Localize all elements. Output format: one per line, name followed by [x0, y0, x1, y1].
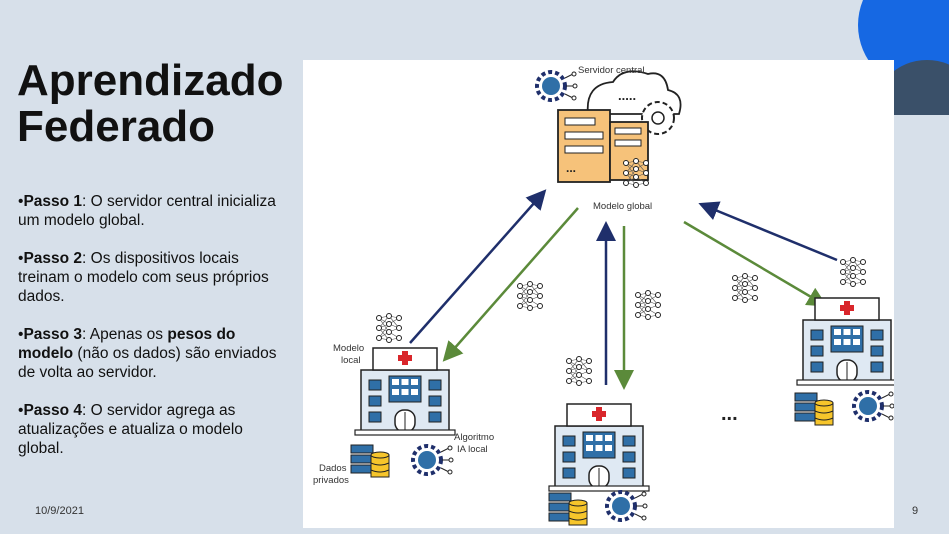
download-arrow-left: [442, 207, 579, 362]
step-4: •Passo 4: O servidor agrega as atualizaç…: [18, 402, 243, 457]
hospital-center-icon: [548, 403, 650, 492]
weights-network-icon-left: [517, 281, 543, 311]
step-1: •Passo 1: O servidor central inicializa …: [18, 193, 276, 229]
svg-text:...: ...: [566, 161, 576, 175]
step-label: Passo 4: [23, 402, 83, 419]
weights-network-icon-center: [635, 290, 661, 320]
step-label: Passo 1: [23, 193, 83, 210]
upload-arrow-left: [409, 189, 547, 344]
server-ai-icon: [535, 70, 579, 102]
title-line-2: Federado: [17, 102, 216, 151]
local-ai-icon-right: [852, 390, 896, 422]
page-number: 9: [912, 505, 919, 517]
diagram-panel: ..... ... Servidor central Modelo global…: [303, 60, 898, 528]
server-label: Servidor central: [578, 65, 645, 76]
federated-learning-diagram: ..... ... Servidor central Modelo global…: [313, 65, 898, 526]
local-model-label-1: Modelo: [333, 343, 364, 354]
weights-network-icon-right: [732, 273, 758, 303]
steps-list: •Passo 1: O servidor central inicializa …: [18, 192, 288, 477]
local-algo-label-2: IA local: [457, 444, 488, 455]
step-2: •Passo 2: Os dispositivos locais treinam…: [18, 250, 269, 305]
local-model-label-2: local: [341, 355, 361, 366]
step-label: Passo 2: [23, 250, 83, 267]
private-data-icon-right: [794, 392, 834, 426]
step-emphasis: pesos do modelo: [18, 326, 236, 362]
step-text: : Apenas os: [82, 326, 168, 343]
svg-text:.....: .....: [618, 88, 636, 103]
step-3: •Passo 3: Apenas os pesos do modelo (não…: [18, 326, 277, 381]
center-model-network-icon: [566, 356, 592, 386]
slide-title: Aprendizado Federado: [17, 58, 283, 150]
hospital-left-icon: [354, 347, 456, 436]
private-data-icon-left: [350, 444, 390, 478]
download-arrow-right: [683, 220, 828, 307]
more-clients-ellipsis: ...: [721, 403, 738, 425]
private-data-icon-center: [548, 492, 588, 526]
global-model-label: Modelo global: [593, 201, 652, 212]
upload-arrow-right: [698, 201, 838, 262]
local-algo-label-1: Algoritmo: [454, 432, 494, 443]
private-data-label-1: Dados: [319, 463, 347, 474]
step-text: : Os dispositivos locais treinam o model…: [18, 250, 269, 305]
step-text: : O servidor central inicializa um model…: [18, 193, 276, 229]
central-server-icon: ..... ...: [557, 70, 682, 183]
hospital-right-icon: [796, 297, 898, 386]
title-line-1: Aprendizado: [17, 56, 284, 105]
local-model-network-icon: [376, 313, 402, 343]
step-text: : O servidor agrega as atualizações e at…: [18, 402, 243, 457]
local-ai-icon-center: [605, 490, 649, 522]
step-label: Passo 3: [23, 326, 83, 343]
footer-date: 10/9/2021: [35, 505, 84, 517]
step-text-cont: (não os dados) são enviados de volta ao …: [18, 345, 277, 381]
private-data-label-2: privados: [313, 475, 349, 486]
local-ai-icon-left: [411, 444, 455, 476]
right-model-network-icon: [840, 257, 866, 287]
